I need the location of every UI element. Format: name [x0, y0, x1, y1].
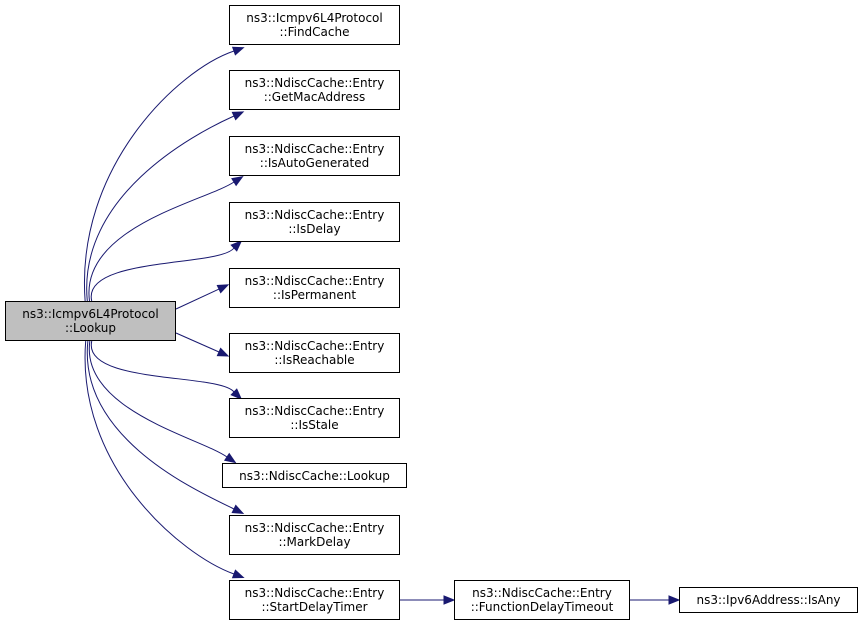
node-label-line: ::IsPermanent	[272, 288, 357, 302]
node-label-line: ns3::NdiscCache::Lookup	[239, 468, 390, 483]
call-edge	[88, 181, 235, 302]
root-node: ns3::Icmpv6L4Protocol::Lookup	[5, 301, 176, 341]
arrowhead-icon	[216, 347, 230, 357]
arrowhead-icon	[231, 111, 245, 121]
node-label-line: ::IsAutoGenerated	[259, 156, 370, 170]
call-edge	[83, 50, 235, 302]
arrowhead-icon	[230, 388, 243, 400]
arrowhead-icon	[223, 452, 237, 464]
node-label-line: ns3::NdiscCache::Entry	[244, 521, 385, 535]
call-edge	[91, 340, 235, 393]
function-node[interactable]: ns3::NdiscCache::Entry::StartDelayTimer	[229, 580, 400, 620]
node-label-line: ns3::NdiscCache::Entry	[244, 404, 385, 418]
node-label-line: ::IsReachable	[274, 353, 355, 367]
node-label-line: ::StartDelayTimer	[261, 600, 368, 614]
call-edge	[175, 288, 220, 310]
function-node[interactable]: ns3::NdiscCache::Entry::GetMacAddress	[229, 70, 400, 110]
arrowhead-icon	[231, 504, 245, 514]
call-edge	[175, 332, 220, 353]
node-label-line: ::IsStale	[290, 418, 339, 432]
function-node[interactable]: ns3::NdiscCache::Entry::IsReachable	[229, 333, 400, 373]
function-node[interactable]: ns3::NdiscCache::Entry::MarkDelay	[229, 515, 400, 555]
node-label-line: ::Lookup	[64, 321, 117, 335]
arrowhead-icon	[216, 284, 230, 294]
node-label-line: ::GetMacAddress	[263, 90, 366, 104]
node-label-line: ns3::NdiscCache::Entry	[472, 586, 612, 600]
node-label-line: ::FunctionDelayTimeout	[470, 600, 614, 614]
node-label-line: ns3::NdiscCache::Entry	[244, 142, 385, 156]
function-node[interactable]: ns3::NdiscCache::Entry::FunctionDelayTim…	[454, 580, 630, 620]
node-label-line: ns3::NdiscCache::Entry	[244, 76, 385, 90]
function-node[interactable]: ns3::NdiscCache::Entry::IsPermanent	[229, 268, 400, 308]
node-label-line: ns3::NdiscCache::Entry	[244, 208, 385, 222]
call-edge	[86, 115, 235, 302]
arrowhead-icon	[443, 595, 456, 605]
function-node[interactable]: ns3::NdiscCache::Entry::IsStale	[229, 398, 400, 438]
node-label-line: ns3::Icmpv6L4Protocol	[22, 307, 159, 321]
node-label-line: ns3::NdiscCache::Entry	[244, 339, 385, 353]
node-label-line: ns3::Icmpv6L4Protocol	[246, 11, 383, 25]
node-label-line: ::IsDelay	[288, 222, 341, 236]
node-label-line: ns3::Ipv6Address::IsAny	[696, 593, 841, 607]
function-node[interactable]: ns3::NdiscCache::Entry::IsDelay	[229, 202, 400, 242]
function-node[interactable]: ns3::Ipv6Address::IsAny	[679, 587, 858, 613]
arrowhead-icon	[668, 595, 681, 605]
arrowhead-icon	[231, 46, 245, 56]
function-node[interactable]: ns3::NdiscCache::Entry::IsAutoGenerated	[229, 136, 400, 176]
node-label-line: ns3::NdiscCache::Entry	[244, 586, 385, 600]
call-edge	[84, 340, 235, 575]
function-node[interactable]: ns3::NdiscCache::Lookup	[222, 463, 407, 488]
node-label-line: ::FindCache	[279, 25, 350, 39]
arrowhead-icon	[230, 240, 243, 252]
call-edge	[88, 340, 228, 458]
node-label-line: ::MarkDelay	[278, 535, 351, 549]
function-node[interactable]: ns3::Icmpv6L4Protocol::FindCache	[229, 5, 400, 45]
call-edge	[91, 247, 235, 302]
call-edge	[86, 340, 235, 510]
node-label-line: ns3::NdiscCache::Entry	[244, 274, 385, 288]
arrowhead-icon	[231, 569, 245, 579]
arrowhead-icon	[231, 176, 244, 187]
